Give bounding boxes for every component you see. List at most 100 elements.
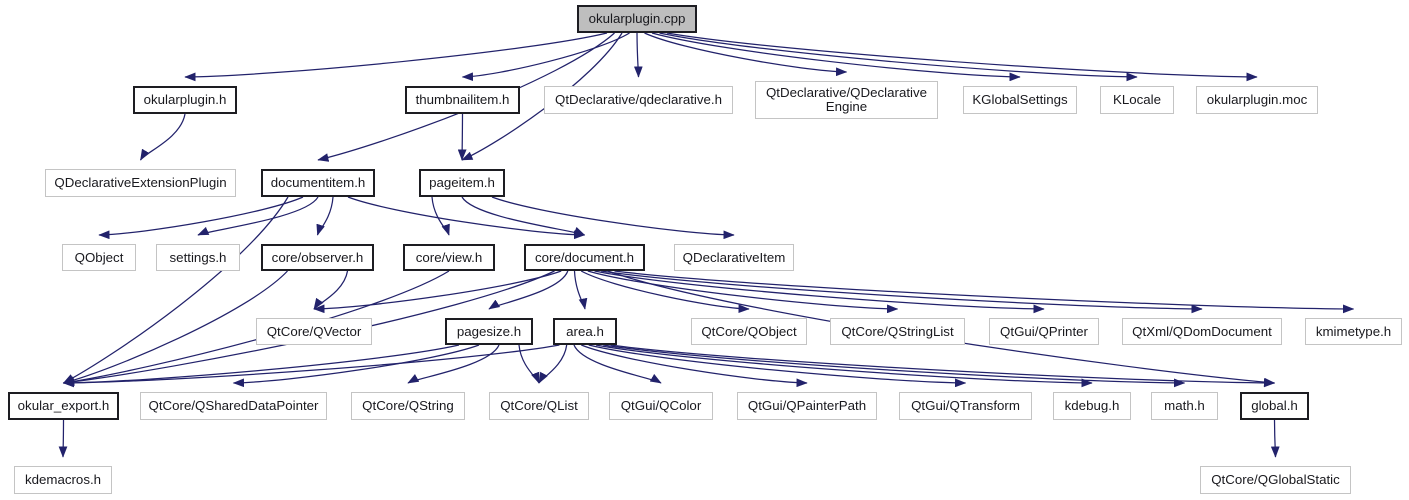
node-qdeclarativeitem[interactable]: QDeclarativeItem [674, 244, 794, 271]
node-label: core/document.h [534, 249, 635, 265]
edge-documentitem_h-to-okular_export_h [62, 196, 289, 384]
node-label: QtCore/QVector [266, 323, 362, 339]
node-label: QtCore/QSharedDataPointer [148, 398, 319, 413]
edge-documentitem_h-to-core_observer_h [316, 196, 334, 236]
edge-okularplugin_cpp-to-qdeclarative_h [633, 32, 643, 78]
edge-core_document_h-to-qtcore_qvector [313, 270, 562, 314]
node-label: QtCore/QStringList [841, 323, 954, 339]
edge-pagesize_h-to-okular_export_h [62, 344, 460, 388]
node-label: QtDeclarative/qdeclarative.h [554, 92, 723, 107]
node-label: okularplugin.h [143, 92, 227, 107]
edge-area_h-to-qtcore_qlist [538, 344, 568, 384]
edge-area_h-to-qtgui_qtransform [588, 344, 967, 388]
node-label: QtCore/QString [362, 398, 454, 413]
edge-pagesize_h-to-qtcore_qshareddatapointer [232, 344, 480, 388]
edge-area_h-to-okular_export_h [62, 344, 560, 388]
edge-pageitem_h-to-core_document_h [461, 196, 586, 236]
node-label: settings.h [169, 249, 227, 265]
edge-core_document_h-to-qtcore_qobject [580, 270, 750, 314]
node-label: math.h [1164, 398, 1205, 413]
node-qtgui_qtransform[interactable]: QtGui/QTransform [899, 392, 1032, 420]
node-pageitem_h[interactable]: pageitem.h [419, 169, 505, 197]
node-qtcore_qstring[interactable]: QtCore/QString [351, 392, 465, 420]
node-qdeclarativeengine[interactable]: QtDeclarative/QDeclarative Engine [755, 81, 938, 119]
edge-area_h-to-global_h [610, 344, 1276, 388]
edge-global_h-to-qtcore_qglobalstatic [1270, 419, 1280, 458]
node-label: QtGui/QPainterPath [747, 398, 867, 413]
node-label: core/observer.h [271, 249, 364, 265]
edge-okularplugin_cpp-to-kglobalsettings [651, 32, 1021, 82]
node-core_document_h[interactable]: core/document.h [524, 244, 645, 271]
node-klocale[interactable]: KLocale [1100, 86, 1174, 114]
node-qtcore_qlist[interactable]: QtCore/QList [489, 392, 589, 420]
node-okularplugin_cpp[interactable]: okularplugin.cpp [577, 5, 697, 33]
node-okular_export_h[interactable]: okular_export.h [8, 392, 119, 420]
node-label: okular_export.h [17, 398, 110, 413]
node-qtxml_qdomdocument[interactable]: QtXml/QDomDocument [1122, 318, 1282, 345]
node-label: QtDeclarative/QDeclarative Engine [765, 85, 928, 114]
edge-area_h-to-kdebug_h [595, 344, 1093, 388]
node-label: QtCore/QList [500, 398, 578, 413]
node-label: QtXml/QDomDocument [1132, 323, 1272, 339]
node-label: kdebug.h [1064, 398, 1120, 413]
node-pagesize_h[interactable]: pagesize.h [445, 318, 533, 345]
node-qtcore_qstringlist[interactable]: QtCore/QStringList [830, 318, 965, 345]
edge-core_document_h-to-area_h [573, 270, 588, 310]
node-qtcore_qglobalstatic[interactable]: QtCore/QGlobalStatic [1200, 466, 1351, 494]
node-label: QtGui/QPrinter [1000, 323, 1088, 339]
node-label: QtCore/QObject [701, 323, 797, 339]
node-qtgui_qprinter[interactable]: QtGui/QPrinter [989, 318, 1099, 345]
node-qtgui_qcolor[interactable]: QtGui/QColor [609, 392, 713, 420]
edge-pageitem_h-to-qdeclarativeitem [491, 196, 735, 240]
edge-documentitem_h-to-settings_h [197, 196, 319, 236]
node-thumbnailitem_h[interactable]: thumbnailitem.h [405, 86, 520, 114]
node-kmimetype_h[interactable]: kmimetype.h [1305, 318, 1402, 345]
node-kdemacros_h[interactable]: kdemacros.h [14, 466, 112, 494]
edge-okularplugin_h-to-qdeclarativeextensionplugin [139, 113, 186, 161]
node-qtcore_qvector[interactable]: QtCore/QVector [256, 318, 372, 345]
node-kdebug_h[interactable]: kdebug.h [1053, 392, 1131, 420]
node-qtcore_qobject[interactable]: QtCore/QObject [691, 318, 807, 345]
node-core_view_h[interactable]: core/view.h [403, 244, 495, 271]
node-qtgui_qpainterpath[interactable]: QtGui/QPainterPath [737, 392, 877, 420]
node-settings_h[interactable]: settings.h [156, 244, 240, 271]
node-label: QObject [74, 249, 124, 265]
edge-okular_export_h-to-kdemacros_h [58, 419, 68, 458]
edge-documentitem_h-to-qobject_plain [98, 196, 304, 240]
edge-okularplugin_cpp-to-okularplugin_h [184, 32, 608, 82]
node-area_h[interactable]: area.h [553, 318, 617, 345]
node-label: pagesize.h [456, 323, 522, 339]
edge-core_document_h-to-pagesize_h [488, 270, 569, 310]
edge-pagesize_h-to-qtcore_qstring [407, 344, 500, 384]
node-label: QtGui/QColor [620, 398, 702, 413]
edge-area_h-to-math_h [603, 344, 1186, 388]
node-label: documentitem.h [270, 175, 366, 190]
edge-core_observer_h-to-qtcore_qvector [313, 270, 349, 310]
node-kglobalsettings[interactable]: KGlobalSettings [963, 86, 1077, 114]
node-qdeclarative_h[interactable]: QtDeclarative/qdeclarative.h [544, 86, 733, 114]
node-math_h[interactable]: math.h [1151, 392, 1218, 420]
node-label: thumbnailitem.h [415, 92, 510, 107]
edge-core_document_h-to-qtxml_qdomdocument [601, 270, 1203, 314]
node-okularplugin_h[interactable]: okularplugin.h [133, 86, 237, 114]
node-label: okularplugin.cpp [588, 11, 686, 26]
edge-core_document_h-to-qtcore_qstringlist [587, 270, 899, 314]
node-qdeclarativeextensionplugin[interactable]: QDeclarativeExtensionPlugin [45, 169, 236, 197]
node-label: QtCore/QGlobalStatic [1211, 472, 1340, 487]
node-okularplugin_moc[interactable]: okularplugin.moc [1196, 86, 1318, 114]
edge-okularplugin_cpp-to-thumbnailitem_h [461, 32, 630, 82]
node-label: KLocale [1112, 92, 1162, 107]
node-qtcore_qshareddatapointer[interactable]: QtCore/QSharedDataPointer [140, 392, 327, 420]
edge-documentitem_h-to-core_document_h [347, 196, 586, 240]
node-qobject_plain[interactable]: QObject [62, 244, 136, 271]
node-label: QtGui/QTransform [911, 398, 1020, 413]
edge-core_document_h-to-kmimetype_h [614, 270, 1355, 314]
edge-core_observer_h-to-okular_export_h [62, 270, 288, 385]
node-label: global.h [1251, 398, 1298, 413]
node-global_h[interactable]: global.h [1240, 392, 1309, 420]
node-documentitem_h[interactable]: documentitem.h [261, 169, 375, 197]
node-label: kdemacros.h [24, 472, 102, 487]
node-core_observer_h[interactable]: core/observer.h [261, 244, 374, 271]
node-label: core/view.h [415, 249, 483, 265]
